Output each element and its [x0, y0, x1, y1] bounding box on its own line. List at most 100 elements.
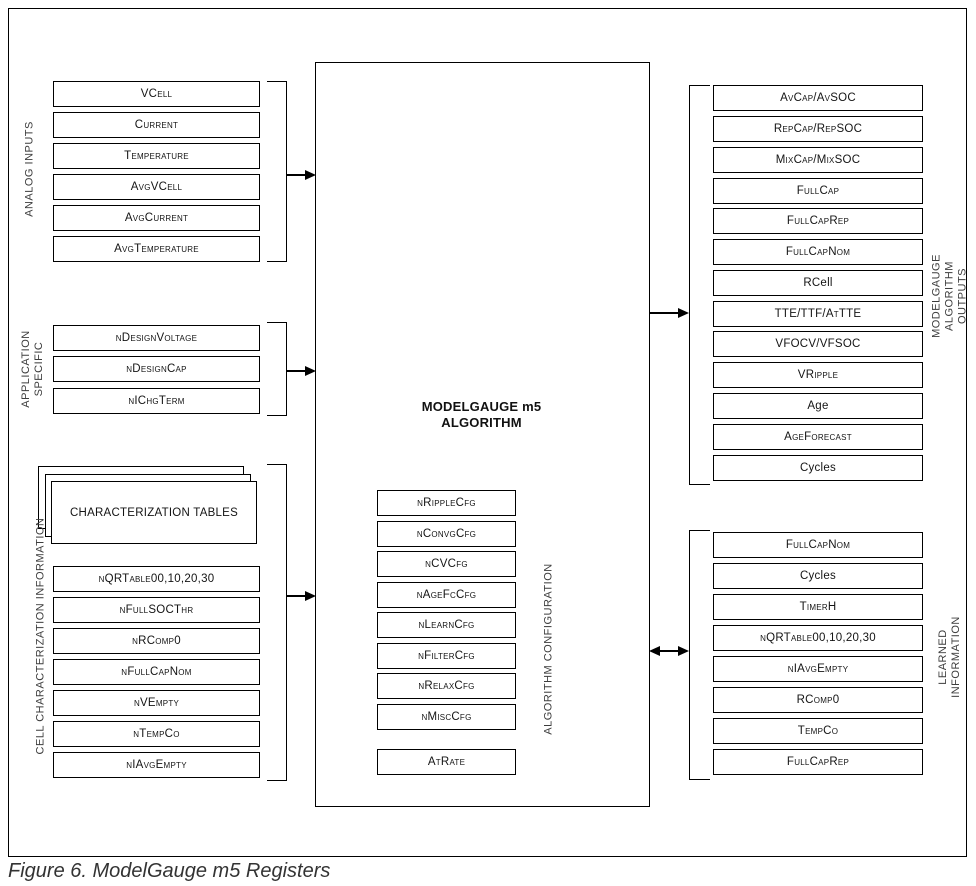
flow-arrow-application-specific — [287, 366, 316, 376]
register-algorithm-outputs-3-label: FullCap — [796, 185, 840, 197]
register-algorithm-outputs-7-box: TTE/TTF/AtTTE — [713, 301, 923, 327]
register-cell-characterization-4-box: nVEmpty — [53, 690, 260, 716]
flow-arrow-application-specific-head-right — [305, 366, 316, 376]
bracket-cell-characterization — [267, 464, 287, 781]
register-algorithm-outputs-6-label: RCell — [803, 277, 833, 289]
group-label-cell-characterization: CELL CHARACTERIZATION INFORMATION — [34, 517, 47, 755]
register-algorithm-outputs-8-label: VFOCV/VFSOC — [775, 338, 861, 350]
register-algorithm-outputs-4-box: FullCapRep — [713, 208, 923, 234]
register-algorithm-outputs-11-box: AgeForecast — [713, 424, 923, 450]
register-analog-inputs-1-label: Current — [134, 119, 179, 131]
register-learned-information-6-box: TempCo — [713, 718, 923, 744]
register-algorithm-outputs-12-box: Cycles — [713, 455, 923, 481]
register-application-specific-2-box: nIChgTerm — [53, 388, 260, 414]
register-analog-inputs-1-box: Current — [53, 112, 260, 138]
register-learned-information-7-box: FullCapRep — [713, 749, 923, 775]
register-learned-information-0-label: FullCapNom — [785, 539, 851, 551]
register-algorithm-outputs-6-box: RCell — [713, 270, 923, 296]
register-config-0-label: nRippleCfg — [417, 497, 476, 509]
group-label-application-specific: APPLICATION SPECIFIC — [20, 330, 45, 408]
register-config-7-box: nMiscCfg — [377, 703, 516, 730]
group-label-learned-information: LEARNED INFORMATION — [937, 616, 962, 698]
register-cell-characterization-0-label: nQRTable00,10,20,30 — [98, 573, 215, 585]
register-learned-information-0-box: FullCapNom — [713, 532, 923, 558]
bracket-learned-information — [689, 530, 710, 780]
register-analog-inputs-4-box: AvgCurrent — [53, 205, 260, 231]
register-learned-information-1-box: Cycles — [713, 563, 923, 589]
register-algorithm-outputs-0-label: AvCap/AvSOC — [780, 92, 856, 104]
register-cell-characterization-2-label: nRComp0 — [132, 635, 181, 647]
flow-arrow-learned-information-shaft — [659, 650, 679, 652]
register-algorithm-outputs-10-box: Age — [713, 393, 923, 419]
register-learned-information-5-box: RComp0 — [713, 687, 923, 713]
register-application-specific-2-label: nIChgTerm — [128, 395, 185, 407]
register-analog-inputs-2-label: Temperature — [124, 150, 189, 162]
register-algorithm-outputs-3-box: FullCap — [713, 178, 923, 204]
register-algorithm-outputs-5-box: FullCapNom — [713, 239, 923, 265]
central-title-line1: MODELGAUGE m5 — [421, 399, 542, 414]
register-learned-information-4-label: nIAvgEmpty — [787, 663, 849, 675]
register-cell-characterization-6-box: nIAvgEmpty — [53, 752, 260, 778]
group-label-algorithm-outputs: MODELGAUGE ALGORITHM OUTPUTS — [930, 254, 969, 338]
register-config-0-box: nRippleCfg — [377, 490, 516, 516]
register-learned-information-2-label: TimerH — [799, 601, 837, 613]
register-algorithm-outputs-9-label: VRipple — [797, 369, 839, 381]
flow-arrow-learned-information-head-left — [649, 646, 660, 656]
flow-arrow-application-specific-shaft — [287, 370, 306, 372]
register-algorithm-outputs-1-box: RepCap/RepSOC — [713, 116, 923, 142]
figure-caption: Figure 6. ModelGauge m5 Registers — [8, 860, 331, 882]
register-config-3-label: nAgeFcCfg — [416, 588, 477, 601]
register-config-2-box: nCVCfg — [377, 551, 516, 577]
register-application-specific-0-box: nDesignVoltage — [53, 325, 260, 351]
register-learned-information-3-label: nQRTable00,10,20,30 — [760, 632, 876, 644]
register-algorithm-outputs-0-box: AvCap/AvSOC — [713, 85, 923, 111]
flow-arrow-analog-inputs-shaft — [287, 174, 306, 176]
register-algorithm-outputs-9-box: VRipple — [713, 362, 923, 388]
bracket-application-specific — [267, 322, 287, 416]
flow-arrow-learned-information — [649, 646, 689, 656]
register-algorithm-outputs-5-label: FullCapNom — [785, 246, 851, 258]
register-algorithm-outputs-10-label: Age — [807, 400, 829, 412]
register-learned-information-6-label: TempCo — [797, 725, 839, 737]
register-config-4-box: nLearnCfg — [377, 612, 516, 638]
central-algorithm-title: MODELGAUGE m5 ALGORITHM — [315, 399, 648, 431]
register-cell-characterization-3-box: nFullCapNom — [53, 659, 260, 685]
register-cell-characterization-1-box: nFullSOCThr — [53, 597, 260, 623]
register-learned-information-3-box: nQRTable00,10,20,30 — [713, 625, 923, 651]
register-atrate-box: AtRate — [377, 749, 516, 775]
register-learned-information-5-label: RComp0 — [796, 694, 840, 706]
register-analog-inputs-2-box: Temperature — [53, 143, 260, 169]
register-analog-inputs-0-box: VCell — [53, 81, 260, 107]
register-analog-inputs-3-box: AvgVCell — [53, 174, 260, 200]
register-application-specific-1-box: nDesignCap — [53, 356, 260, 382]
register-analog-inputs-4-label: AvgCurrent — [124, 212, 189, 224]
register-analog-inputs-0-label: VCell — [140, 88, 173, 100]
flow-arrow-cell-characterization-shaft — [287, 595, 306, 597]
register-algorithm-outputs-4-label: FullCapRep — [786, 215, 850, 227]
algorithm-configuration-label: ALGORITHM CONFIGURATION — [542, 563, 555, 735]
register-application-specific-0-label: nDesignVoltage — [115, 332, 198, 344]
register-cell-characterization-6-label: nIAvgEmpty — [126, 759, 187, 771]
register-algorithm-outputs-2-box: MixCap/MixSOC — [713, 147, 923, 173]
flow-arrow-cell-characterization — [287, 591, 316, 601]
bracket-analog-inputs — [267, 81, 287, 262]
register-config-1-box: nConvgCfg — [377, 520, 516, 547]
flow-arrow-algorithm-outputs-head-right — [678, 308, 689, 318]
register-learned-information-2-box: TimerH — [713, 594, 923, 620]
register-application-specific-1-label: nDesignCap — [126, 363, 187, 375]
register-cell-characterization-3-label: nFullCapNom — [121, 666, 192, 678]
register-config-5-label: nFilterCfg — [418, 649, 475, 662]
figure-border — [8, 8, 967, 857]
register-analog-inputs-5-box: AvgTemperature — [53, 236, 260, 262]
register-cell-characterization-2-box: nRComp0 — [53, 628, 260, 654]
characterization-tables-sheet-1: CHARACTERIZATION TABLES — [51, 481, 257, 544]
register-algorithm-outputs-12-label: Cycles — [799, 462, 836, 474]
flow-arrow-analog-inputs-head-right — [305, 170, 316, 180]
register-algorithm-outputs-8-box: VFOCV/VFSOC — [713, 331, 923, 357]
register-cell-characterization-5-label: nTempCo — [133, 728, 180, 740]
characterization-tables-label: CHARACTERIZATION TABLES — [69, 506, 239, 519]
register-analog-inputs-3-label: AvgVCell — [130, 181, 183, 193]
bracket-algorithm-outputs — [689, 85, 710, 485]
register-config-3-box: nAgeFcCfg — [377, 581, 516, 608]
